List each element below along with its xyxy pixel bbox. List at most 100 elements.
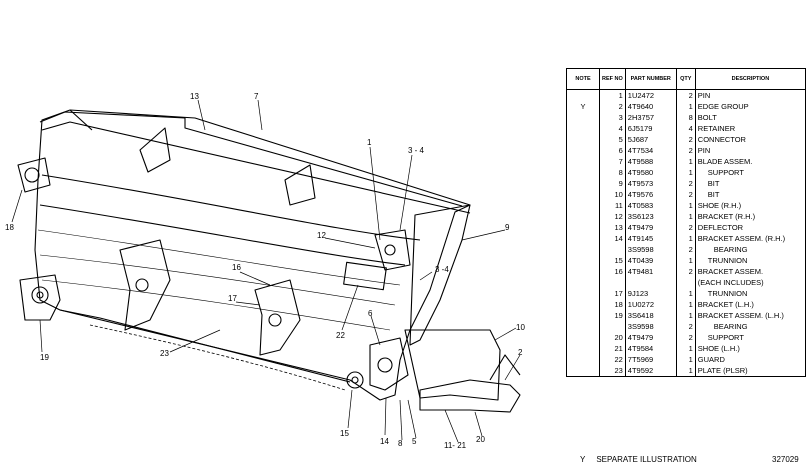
callout-3-4-lower: 3 -4 bbox=[435, 265, 449, 274]
cell-desc: BEARING bbox=[695, 244, 807, 255]
cell-ref: 3 bbox=[599, 112, 626, 123]
bracket-left bbox=[19, 274, 61, 321]
callout-1: 1 bbox=[367, 138, 372, 147]
cell-note bbox=[566, 112, 600, 123]
cell-part: 4T9592 bbox=[625, 365, 677, 377]
cell-qty: 1 bbox=[676, 200, 696, 211]
cell-qty: 1 bbox=[676, 211, 696, 222]
cell-ref: 19 bbox=[599, 310, 626, 321]
cell-qty: 1 bbox=[676, 299, 696, 310]
cell-part: 4T7534 bbox=[625, 145, 677, 156]
cell-qty: 2 bbox=[676, 178, 696, 189]
cell-note bbox=[566, 156, 600, 167]
callout-23: 23 bbox=[160, 349, 169, 358]
bracket-upper-right bbox=[374, 229, 411, 271]
cell-note bbox=[566, 255, 600, 266]
cell-desc: GUARD bbox=[695, 354, 807, 365]
cell-qty: 2 bbox=[676, 266, 696, 277]
cell-note bbox=[566, 178, 600, 189]
cell-qty: 2 bbox=[676, 244, 696, 255]
cell-note bbox=[566, 354, 600, 365]
cell-note bbox=[566, 365, 600, 377]
cell-part: 5J687 bbox=[625, 134, 677, 145]
cell-part: 1U2472 bbox=[625, 89, 677, 101]
cell-qty: 1 bbox=[676, 101, 696, 112]
cell-ref: 4 bbox=[599, 123, 626, 134]
cell-ref: 16 bbox=[599, 266, 626, 277]
callout-6: 6 bbox=[368, 309, 373, 318]
cell-note bbox=[566, 343, 600, 354]
cell-ref: 23 bbox=[599, 365, 626, 377]
cell-ref: 15 bbox=[599, 255, 626, 266]
cell-desc: TRUNNION bbox=[695, 255, 807, 266]
cell-desc: PIN bbox=[695, 89, 807, 101]
cell-part: 4T9584 bbox=[625, 343, 677, 354]
callout-22: 22 bbox=[336, 331, 345, 340]
cell-note bbox=[566, 145, 600, 156]
cell-note bbox=[566, 123, 600, 134]
callout-9: 9 bbox=[505, 223, 510, 232]
cell-desc: BRACKET ASSEM. (R.H.) bbox=[695, 233, 807, 244]
cell-desc: BIT bbox=[695, 178, 807, 189]
cell-ref: 20 bbox=[599, 332, 626, 343]
cell-ref: 17 bbox=[599, 288, 626, 299]
col-header-note: NOTE bbox=[566, 68, 600, 90]
cell-desc: CONNECTOR bbox=[695, 134, 807, 145]
cell-desc: (EACH INCLUDES) bbox=[695, 277, 807, 288]
cell-part: 9J123 bbox=[625, 288, 677, 299]
cell-note bbox=[566, 244, 600, 255]
cell-ref: 11 bbox=[599, 200, 626, 211]
cell-desc: BIT bbox=[695, 189, 807, 200]
cell-desc: PLATE (PLSR) bbox=[695, 365, 807, 377]
end-plate-right bbox=[409, 204, 471, 346]
callout-labels: 13 7 1 3 - 4 18 12 9 16 17 22 3 -4 19 23… bbox=[5, 92, 525, 450]
callout-8: 8 bbox=[398, 439, 403, 448]
cell-qty: 2 bbox=[676, 332, 696, 343]
cell-note bbox=[566, 189, 600, 200]
cell-desc: RETAINER bbox=[695, 123, 807, 134]
cell-desc: SHOE (R.H.) bbox=[695, 200, 807, 211]
callout-12: 12 bbox=[317, 231, 326, 240]
cell-desc: BEARING bbox=[695, 321, 807, 332]
cell-part: 3S9598 bbox=[625, 244, 677, 255]
cell-qty: 1 bbox=[676, 156, 696, 167]
illustration-number: 327029 bbox=[772, 455, 799, 464]
cell-ref: 21 bbox=[599, 343, 626, 354]
cell-qty: 1 bbox=[676, 233, 696, 244]
cell-qty: 1 bbox=[676, 354, 696, 365]
cell-ref: 22 bbox=[599, 354, 626, 365]
cell-ref: 8 bbox=[599, 167, 626, 178]
callout-15: 15 bbox=[340, 429, 349, 438]
cell-qty: 2 bbox=[676, 189, 696, 200]
router-bit bbox=[419, 379, 521, 413]
cell-qty: 2 bbox=[676, 321, 696, 332]
blade-top-plate bbox=[39, 111, 463, 207]
cell-note bbox=[566, 266, 600, 277]
cell-desc: BOLT bbox=[695, 112, 807, 123]
cell-part: 4T0583 bbox=[625, 200, 677, 211]
cell-ref: 5 bbox=[599, 134, 626, 145]
footnote-text: SEPARATE ILLUSTRATION bbox=[596, 455, 697, 464]
cell-part: 4T9573 bbox=[625, 178, 677, 189]
cell-part: 7T5969 bbox=[625, 354, 677, 365]
callout-17: 17 bbox=[228, 294, 237, 303]
exploded-view-drawing: 13 7 1 3 - 4 18 12 9 16 17 22 3 -4 19 23… bbox=[5, 92, 525, 450]
cell-desc: EDGE GROUP bbox=[695, 101, 807, 112]
cutting-edge bbox=[59, 309, 351, 383]
cell-ref: 6 bbox=[599, 145, 626, 156]
cell-part bbox=[625, 277, 677, 288]
